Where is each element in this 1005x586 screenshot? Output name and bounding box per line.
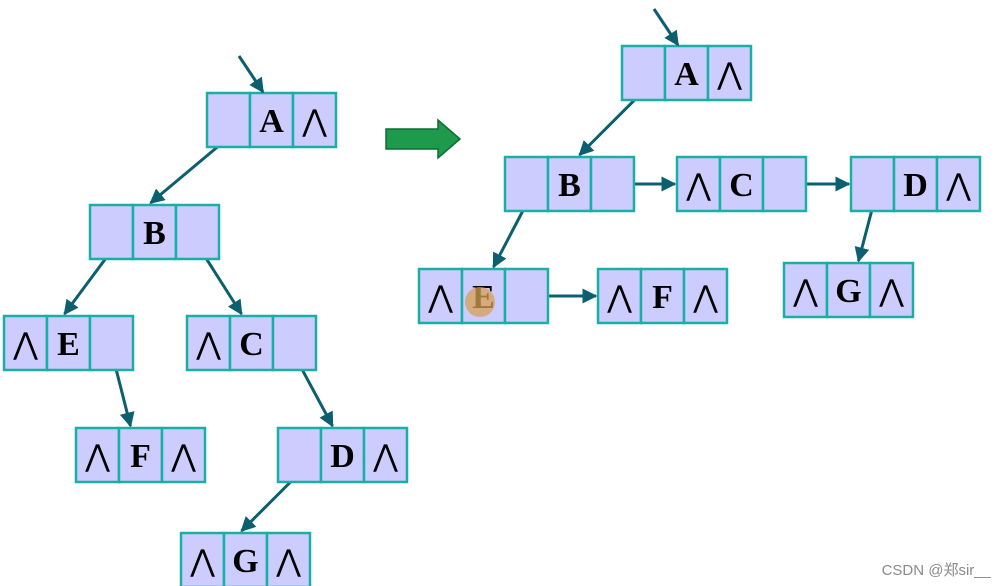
nil-icon: ⋀ [372, 439, 398, 474]
right-node-B-label: B [558, 167, 581, 204]
right-node-B-left-pointer [503, 155, 550, 213]
left-node-F-left-pointer [74, 426, 121, 484]
right-child-sibling-tree: A⋀BC⋀D⋀E⋀F⋀⋀G⋀⋀ [417, 8, 982, 325]
left-node-C-left-pointer [185, 314, 232, 372]
left-root-pointer-arrow [237, 55, 265, 94]
left-node-D-right-pointer [362, 426, 409, 484]
nil-icon: ⋀ [692, 280, 718, 315]
left-node-E: E⋀ [2, 314, 135, 372]
left-node-B: B [88, 203, 221, 261]
left-node-B-label: B [143, 215, 166, 252]
left-node-E-label: E [57, 326, 80, 363]
left-node-G-label: G [232, 543, 258, 580]
left-node-F: F ⋀ ⋀ [74, 426, 207, 484]
nil-icon: ⋀ [301, 104, 327, 139]
right-node-C-data [718, 155, 765, 213]
left-node-F-right-pointer [160, 426, 207, 484]
right-node-F: F ⋀ ⋀ [596, 267, 729, 325]
nil-icon: ⋀ [275, 544, 301, 579]
right-node-G-label: G [835, 273, 861, 310]
right-node-D-data [892, 155, 939, 213]
right-node-C-left-pointer [675, 155, 722, 213]
nil-icon: ⋀ [716, 57, 742, 92]
mouse-cursor-highlight [465, 287, 495, 317]
right-node-F-label: F [652, 279, 673, 316]
right-node-A-right-pointer [706, 44, 753, 102]
left-node-E-right-pointer [88, 314, 135, 372]
transform-arrow-icon [385, 118, 462, 160]
left-node-B-right-pointer [174, 203, 221, 261]
left-node-A-data [248, 91, 295, 149]
nil-icon: ⋀ [878, 274, 904, 309]
left-node-A-label: A [259, 103, 284, 140]
right-node-C-right-pointer [761, 155, 808, 213]
nil-icon: ⋀ [170, 439, 196, 474]
left-node-G: G ⋀ ⋀ [179, 531, 312, 586]
left-node-C: C⋀ [185, 314, 318, 372]
nil-icon: ⋀ [84, 439, 110, 474]
left-node-E-left-pointer [2, 314, 49, 372]
left-node-C-right-pointer [271, 314, 318, 372]
nil-icon: ⋀ [685, 168, 711, 203]
right-node-A-left-pointer [620, 44, 667, 102]
right-node-D-right-pointer [935, 155, 982, 213]
left-node-E-data [45, 314, 92, 372]
left-node-A-left-pointer [205, 91, 252, 149]
left-node-A: A⋀ [205, 91, 338, 149]
left-node-D: D⋀ [276, 426, 409, 484]
nil-icon: ⋀ [945, 168, 971, 203]
right-node-G-right-pointer [868, 261, 915, 319]
right-node-D-label: D [903, 167, 928, 204]
right-node-E-left-pointer [417, 267, 464, 325]
left-node-G-left-pointer [179, 531, 226, 586]
right-node-G: G ⋀ ⋀ [782, 261, 915, 319]
right-node-B-right-pointer [589, 155, 636, 213]
left-node-A-right-pointer [291, 91, 338, 149]
nil-icon: ⋀ [12, 327, 38, 362]
left-binary-tree: A⋀BE⋀C⋀F⋀⋀D⋀G⋀⋀ [2, 55, 409, 586]
nil-icon: ⋀ [189, 544, 215, 579]
left-node-G-right-pointer [265, 531, 312, 586]
right-node-B: B [503, 155, 636, 213]
nil-icon: ⋀ [606, 280, 632, 315]
right-node-C: C⋀ [675, 155, 808, 213]
left-node-F-data [117, 426, 164, 484]
right-root-pointer-arrow [652, 8, 680, 47]
left-node-D-left-pointer [276, 426, 323, 484]
left-node-D-data [319, 426, 366, 484]
left-node-B-left-pointer [88, 203, 135, 261]
right-node-A: A⋀ [620, 44, 753, 102]
nil-icon: ⋀ [195, 327, 221, 362]
right-node-F-right-pointer [682, 267, 729, 325]
left-node-F-label: F [130, 438, 151, 475]
right-node-E-right-pointer [503, 267, 550, 325]
right-node-A-label: A [674, 56, 699, 93]
right-node-C-label: C [729, 167, 754, 204]
nil-icon: ⋀ [427, 280, 453, 315]
left-node-D-label: D [330, 438, 355, 475]
right-node-F-left-pointer [596, 267, 643, 325]
right-node-A-data [663, 44, 710, 102]
nil-icon: ⋀ [792, 274, 818, 309]
right-node-D-left-pointer [849, 155, 896, 213]
right-node-D: D⋀ [849, 155, 982, 213]
right-node-F-data [639, 267, 686, 325]
left-node-C-label: C [239, 326, 264, 363]
watermark: CSDN @郑sir__ [881, 562, 991, 579]
